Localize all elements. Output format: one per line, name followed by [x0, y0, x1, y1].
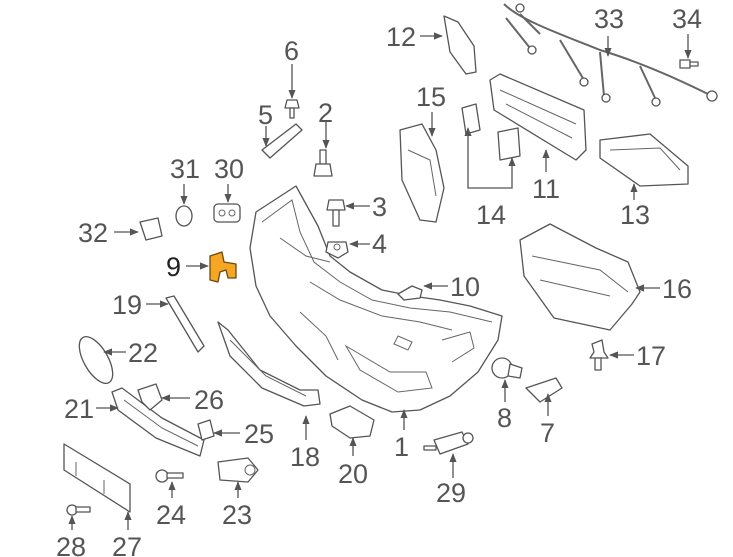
strip-part-19[interactable] [165, 295, 205, 353]
callout-25: 25 [244, 419, 274, 449]
callout-22: 22 [128, 338, 158, 368]
callout-29: 29 [436, 478, 466, 508]
callout-13: 13 [620, 200, 650, 230]
callout-32: 32 [78, 218, 108, 248]
callout-15: 15 [416, 82, 446, 112]
lens-part-22[interactable] [73, 331, 120, 388]
callout-6: 6 [284, 36, 299, 66]
plate-part-27[interactable] [63, 443, 131, 513]
callout-9: 9 [166, 252, 181, 282]
clip-part-17[interactable] [589, 339, 609, 371]
callout-7: 7 [540, 418, 555, 448]
reinforcement-part-16[interactable] [519, 223, 641, 331]
callout-19: 19 [112, 290, 142, 320]
callout-4: 4 [372, 229, 387, 259]
clip-part-26[interactable] [137, 383, 163, 411]
bracket-part-14[interactable] [461, 103, 521, 161]
callout-27: 27 [112, 532, 142, 557]
callout-21: 21 [64, 394, 94, 424]
fastener-part-34[interactable] [679, 59, 699, 69]
light-part-20[interactable] [329, 405, 375, 439]
guide-part-13[interactable] [599, 133, 689, 187]
bracket-part-12[interactable] [443, 15, 477, 75]
callout-labels: 1 2 3 4 5 6 7 8 9 10 11 12 13 14 15 16 1… [56, 4, 702, 557]
callout-24: 24 [156, 500, 186, 530]
bulb-part-29[interactable] [423, 431, 474, 455]
screw-part-3[interactable] [326, 199, 346, 227]
callout-1: 1 [394, 432, 409, 462]
bracket-part-9[interactable] [209, 251, 237, 283]
absorber-part-11[interactable] [489, 73, 587, 161]
bumper-cover-part[interactable] [249, 185, 503, 413]
callout-17: 17 [636, 341, 666, 371]
callout-2: 2 [318, 98, 333, 128]
callout-18: 18 [290, 442, 320, 472]
clip-part-6[interactable] [284, 99, 300, 119]
nut-part-4[interactable] [325, 241, 349, 259]
trim-part-7[interactable] [525, 377, 563, 403]
clip-part-10[interactable] [397, 285, 423, 301]
light-part-8[interactable] [491, 357, 523, 379]
callout-5: 5 [258, 100, 273, 130]
callout-8: 8 [497, 403, 512, 433]
callout-33: 33 [594, 4, 624, 34]
callout-26: 26 [194, 385, 224, 415]
strip-part-5[interactable] [261, 123, 303, 159]
cap-part-23[interactable] [217, 457, 259, 483]
callout-34: 34 [672, 4, 702, 34]
grille-part-21[interactable] [111, 387, 205, 457]
support-part-15[interactable] [399, 123, 445, 223]
callout-10: 10 [450, 272, 480, 302]
leader-lines [68, 32, 692, 530]
callout-3: 3 [372, 192, 387, 222]
callout-14: 14 [476, 200, 506, 230]
callout-30: 30 [214, 154, 244, 184]
harness-part-33[interactable] [503, 3, 718, 107]
callout-28: 28 [56, 532, 86, 557]
callout-16: 16 [662, 274, 692, 304]
callout-20: 20 [338, 459, 368, 489]
bolt-part-2[interactable] [313, 149, 333, 177]
callout-23: 23 [222, 500, 252, 530]
bracket-part-25[interactable] [197, 419, 215, 441]
callout-31: 31 [170, 154, 200, 184]
sensor-part-30[interactable] [213, 203, 241, 223]
screw-part-24[interactable] [155, 469, 184, 483]
screw-part-28[interactable] [66, 504, 91, 516]
grommet-part-31[interactable] [175, 205, 193, 227]
sensor-part-32[interactable] [139, 217, 163, 241]
callout-11: 11 [532, 174, 560, 204]
grille-part-18[interactable] [217, 321, 321, 407]
callout-12: 12 [386, 22, 416, 52]
